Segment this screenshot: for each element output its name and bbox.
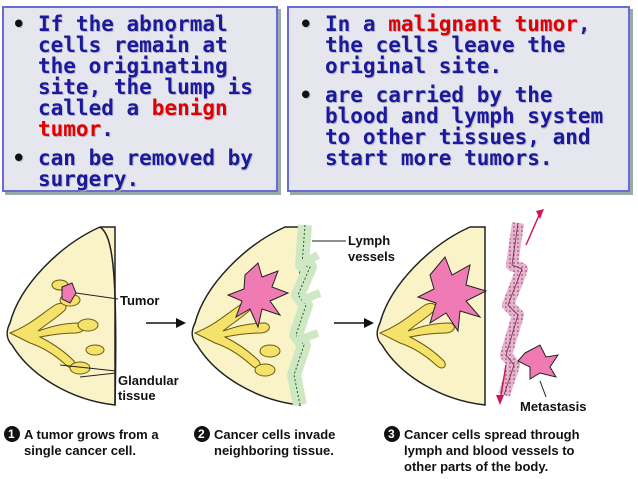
- breast-panel-3: [377, 209, 558, 405]
- bullet-dot-icon: •: [299, 14, 312, 35]
- breast-panel-2: [192, 225, 346, 405]
- tumor-progression-diagram: Lymph vessels Tumor Glandular tissue Met…: [0, 205, 638, 479]
- breast-panel-1: [7, 227, 118, 405]
- label-lymph-vessels-line1: Lymph: [348, 233, 390, 248]
- step-number: 2: [198, 427, 205, 441]
- bullet-spread: • are carried by the blood and lymph sys…: [325, 85, 625, 169]
- spread-arrow-icon: [536, 209, 544, 219]
- label-lymph-vessels-line2: vessels: [348, 249, 395, 264]
- bullet-text-post: .: [101, 117, 114, 141]
- step-number: 3: [388, 427, 395, 441]
- label-glandular-line1: Glandular: [118, 373, 179, 388]
- step-text-line1: Cancer cells spread through: [404, 427, 580, 442]
- bullet-dot-icon: •: [299, 85, 312, 106]
- bullet-benign-definition: • If the abnormal cells remain at the or…: [38, 14, 276, 140]
- label-glandular-line2: tissue: [118, 388, 156, 403]
- malignant-bullet-list: • In a malignant tumor, the cells leave …: [325, 14, 625, 177]
- malignant-tumor-text-box: • In a malignant tumor, the cells leave …: [287, 6, 630, 192]
- benign-bullet-list: • If the abnormal cells remain at the or…: [38, 14, 276, 198]
- arrow-head-icon: [176, 318, 186, 328]
- benign-tumor-text-box: • If the abnormal cells remain at the or…: [2, 6, 278, 192]
- step-text-line1: Cancer cells invade: [214, 427, 335, 442]
- step-text-line2: single cancer cell.: [24, 443, 136, 458]
- spread-arrow-icon: [496, 395, 504, 405]
- bullet-surgery: • can be removed by surgery.: [38, 148, 276, 190]
- label-metastasis: Metastasis: [520, 399, 586, 414]
- step-1-caption: 1 A tumor grows from a single cancer cel…: [4, 426, 159, 458]
- step-text-line2: neighboring tissue.: [214, 443, 334, 458]
- bullet-text: are carried by the blood and lymph syste…: [325, 83, 603, 170]
- step-number: 1: [8, 427, 15, 441]
- step-text-line2: lymph and blood vessels to: [404, 443, 575, 458]
- bullet-dot-icon: •: [12, 14, 25, 35]
- bullet-text: can be removed by surgery.: [38, 146, 253, 191]
- bullet-malignant-definition: • In a malignant tumor, the cells leave …: [325, 14, 625, 77]
- bullet-dot-icon: •: [12, 148, 25, 169]
- arrow-head-icon: [364, 318, 374, 328]
- metastasis-tumor: [518, 345, 558, 379]
- label-tumor: Tumor: [120, 293, 159, 308]
- step-text-line1: A tumor grows from a: [24, 427, 159, 442]
- step-2-caption: 2 Cancer cells invade neighboring tissue…: [194, 426, 335, 458]
- step-3-caption: 3 Cancer cells spread through lymph and …: [384, 426, 580, 474]
- step-text-line3: other parts of the body.: [404, 459, 548, 474]
